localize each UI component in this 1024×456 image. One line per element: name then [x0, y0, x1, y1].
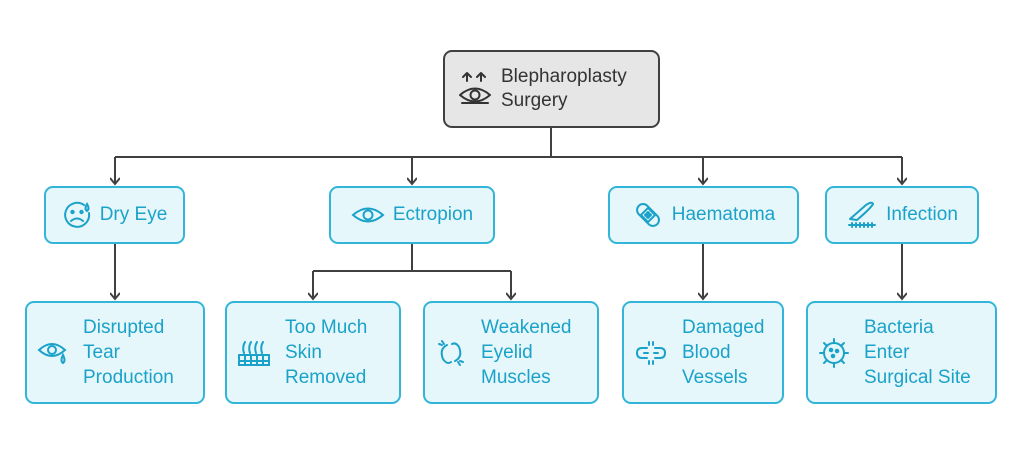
scalpel-icon	[848, 201, 877, 228]
bacteria-icon	[819, 337, 849, 368]
leaf-weakened-eyelid-muscles: Weakened Eyelid Muscles	[423, 301, 599, 404]
leaf-label: Damaged Blood Vessels	[682, 317, 765, 388]
skin-layers-icon	[238, 340, 270, 366]
tearing-eye-icon	[37, 342, 67, 364]
category-ectropion: Ectropion	[329, 186, 495, 244]
leaf-disrupted-tear-production: Disrupted Tear Production	[25, 301, 205, 404]
leaf-bacteria-enter-surgical-site: Bacteria Enter Surgical Site	[806, 301, 997, 404]
leaf-too-much-skin-removed: Too Much Skin Removed	[225, 301, 401, 404]
broken-link-icon	[438, 339, 464, 366]
root-node: Blepharoplasty Surgery	[443, 50, 660, 128]
category-haematoma: Haematoma	[608, 186, 799, 244]
category-infection: Infection	[825, 186, 979, 244]
category-label: Dry Eye	[99, 204, 168, 225]
eye-icon	[351, 207, 385, 223]
category-dry-eye: Dry Eye	[44, 186, 185, 244]
broken-chain-icon	[635, 340, 667, 365]
category-label: Ectropion	[392, 204, 474, 225]
sad-face-icon	[63, 201, 90, 228]
leaf-label: Too Much Skin Removed	[285, 317, 368, 388]
root-label: Blepharoplasty Surgery	[501, 66, 627, 111]
bandage-icon	[635, 203, 660, 227]
leaf-label: Disrupted Tear Production	[83, 317, 174, 388]
leaf-label: Weakened Eyelid Muscles	[481, 317, 572, 388]
category-label: Infection	[886, 204, 958, 225]
leaf-label: Bacteria Enter Surgical Site	[864, 317, 971, 388]
leaf-damaged-blood-vessels: Damaged Blood Vessels	[622, 301, 784, 404]
eye-lift-icon	[459, 72, 491, 104]
category-label: Haematoma	[671, 204, 776, 225]
